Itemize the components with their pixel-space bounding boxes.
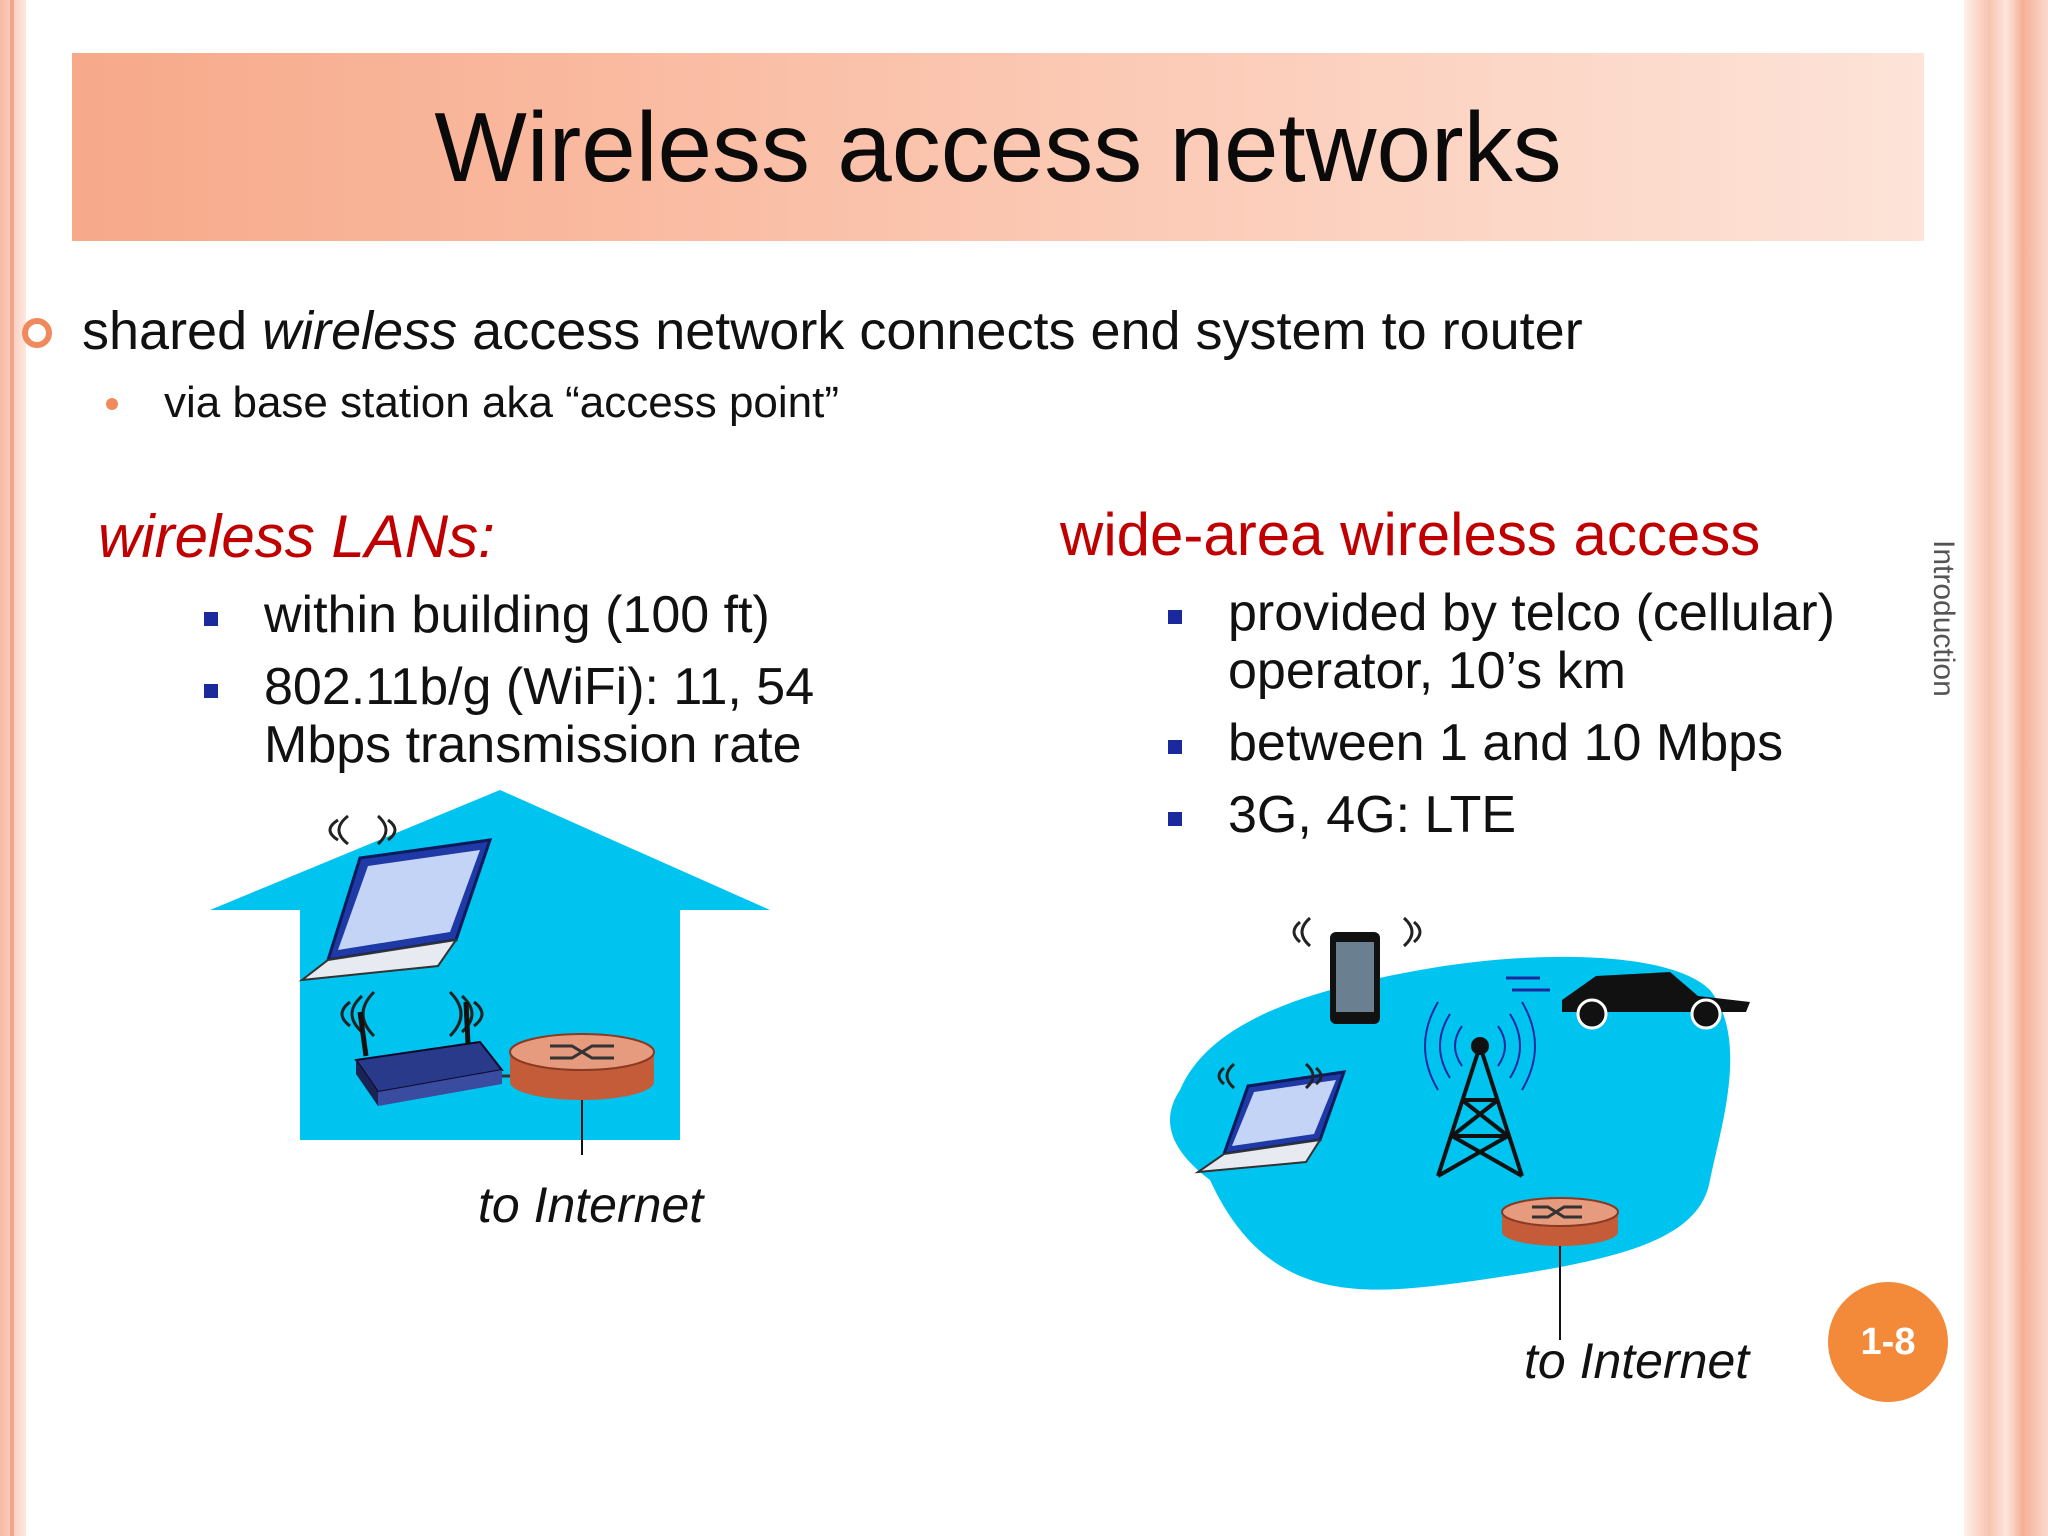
radio-waves-icon (1424, 1001, 1536, 1091)
dot-bullet-icon (106, 398, 118, 410)
smartphone-icon (1330, 932, 1380, 1024)
laptop-icon (1194, 1070, 1347, 1174)
wide-area-list: provided by telco (cellular) operator, 1… (1168, 584, 1948, 858)
slide-title: Wireless access networks (434, 91, 1562, 202)
access-point-icon (354, 1001, 504, 1106)
list-item: provided by telco (cellular) operator, 1… (1168, 584, 1948, 700)
list-item: 3G, 4G: LTE (1168, 786, 1948, 844)
laptop-icon (298, 838, 493, 982)
list-item: within building (100 ft) (204, 586, 904, 644)
title-band (72, 53, 1924, 241)
wide-area-diagram (1170, 916, 1750, 1340)
slide-border-right (1964, 0, 2048, 1536)
to-internet-caption-right: to Internet (1524, 1333, 1750, 1389)
router-icon (509, 1033, 655, 1100)
section-label: Introduction (1927, 540, 1960, 697)
slide-border-left (0, 0, 26, 1536)
page-number-badge: 1-8 (1828, 1282, 1948, 1402)
sub-bullet-text: via base station aka “access point” (164, 378, 840, 427)
wifi-signal-icon (1217, 1062, 1323, 1090)
wireless-lan-diagram (210, 790, 770, 1155)
car-icon (1506, 972, 1750, 1030)
wifi-signal-icon (1292, 916, 1422, 948)
to-internet-caption-left: to Internet (478, 1177, 704, 1233)
wifi-signal-icon (328, 814, 397, 846)
router-icon (1501, 1197, 1619, 1246)
wide-area-heading: wide-area wireless access (1060, 501, 1761, 568)
wireless-lans-heading: wireless LANs: (98, 503, 495, 570)
cell-tower-icon (1436, 1037, 1524, 1178)
wireless-lans-list: within building (100 ft) 802.11b/g (WiFi… (204, 586, 904, 788)
list-item: 802.11b/g (WiFi): 11, 54 Mbps transmissi… (204, 658, 904, 774)
main-bullet-text: shared wireless access network connects … (82, 301, 1583, 361)
ring-bullet-icon (22, 318, 52, 348)
list-item: between 1 and 10 Mbps (1168, 714, 1948, 772)
